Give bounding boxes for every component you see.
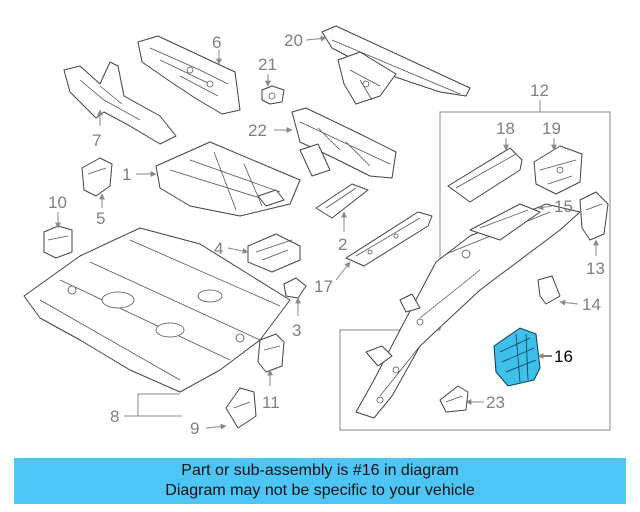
callout-22: 22 [248,121,267,140]
part-22-rail [291,107,397,179]
callout-12: 12 [530,81,549,100]
callout-14: 14 [582,295,601,314]
callout-1: 1 [122,165,131,184]
part-15-bracket [469,203,541,241]
part-21-clip [261,85,285,105]
callout-16: 16 [554,347,573,366]
part-4-bracket [247,233,301,273]
part-12-side-rail [355,203,581,419]
callout-9: 9 [190,419,199,438]
part-23-bracket [439,385,469,413]
part-18-rail [447,147,523,203]
callout-18: 18 [496,119,515,138]
part-14-bracket [537,275,561,305]
parts-diagram: 6 7 20 21 22 1 2 [23,25,611,438]
part-16-highlighted [493,327,541,387]
part-20-crossmember [321,25,471,105]
callout-19: 19 [542,119,561,138]
part-7-bracket [63,61,177,145]
part-5-bracket [81,157,113,197]
callout-17: 17 [314,277,333,296]
info-banner: Part or sub-assembly is #16 in diagram D… [14,458,626,504]
callout-10: 10 [48,193,67,212]
callout-2: 2 [338,235,347,254]
part-3-clip [283,277,307,299]
part-rail-bracket [365,293,421,367]
part-19-bracket [533,145,583,195]
part-13-bracket [579,191,609,241]
callout-23: 23 [486,393,505,412]
group-12-box [339,111,611,431]
part-1-rear-floor [155,141,301,217]
part-11-bracket [257,333,285,373]
part-8-floor-pan [23,227,291,393]
callout-21: 21 [258,55,277,74]
part-6-panel [137,35,241,115]
banner-line-1: Part or sub-assembly is #16 in diagram [181,462,459,479]
callout-7: 7 [92,131,101,150]
callout-6: 6 [212,33,221,52]
callout-13: 13 [586,259,605,278]
callout-4: 4 [214,239,223,258]
callout-5: 5 [96,209,105,228]
part-10-bracket [43,225,73,259]
part-2-bracket [315,183,369,219]
callout-15: 15 [554,197,573,216]
callout-8: 8 [110,407,119,426]
part-9-bracket [225,387,257,429]
callout-3: 3 [292,321,301,340]
banner-line-2: Diagram may not be specific to your vehi… [165,482,475,499]
callout-11: 11 [262,393,280,412]
part-17-rail [345,211,433,267]
callout-20: 20 [284,31,303,50]
